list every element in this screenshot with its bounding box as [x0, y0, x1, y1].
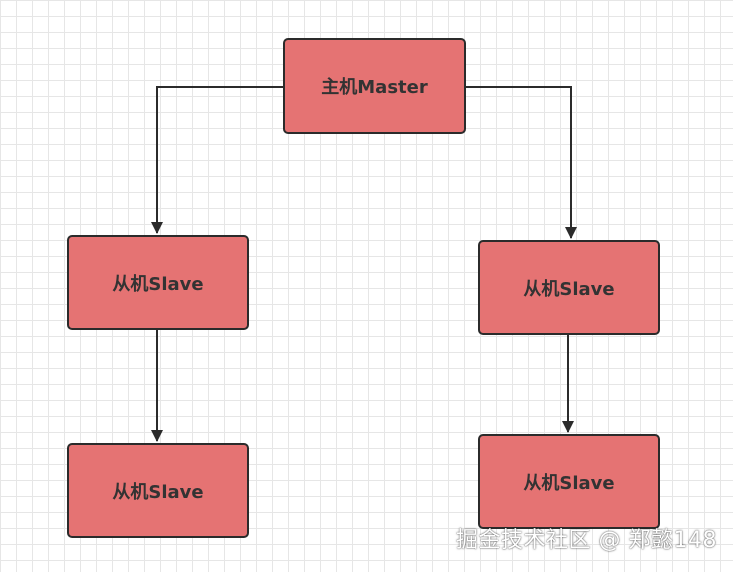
right-slave-node-1-label: 从机Slave	[523, 278, 615, 300]
right-slave-node-2: 从机Slave	[478, 434, 660, 529]
right-slave-node-2-label: 从机Slave	[523, 472, 615, 494]
left-slave-node-1-label: 从机Slave	[112, 273, 204, 295]
left-slave-node-2-label: 从机Slave	[112, 481, 204, 503]
watermark-text: 掘金技术社区 @ 郑懿148	[456, 528, 717, 553]
right-slave-node-1: 从机Slave	[478, 240, 660, 335]
master-node: 主机Master	[283, 38, 466, 134]
left-slave-node-1: 从机Slave	[67, 235, 249, 330]
edge-master-to-right-slave-1	[466, 86, 577, 239]
edge-master-to-left-slave-1	[151, 86, 283, 234]
master-node-label: 主机Master	[321, 77, 428, 98]
left-slave-node-2: 从机Slave	[67, 443, 249, 538]
